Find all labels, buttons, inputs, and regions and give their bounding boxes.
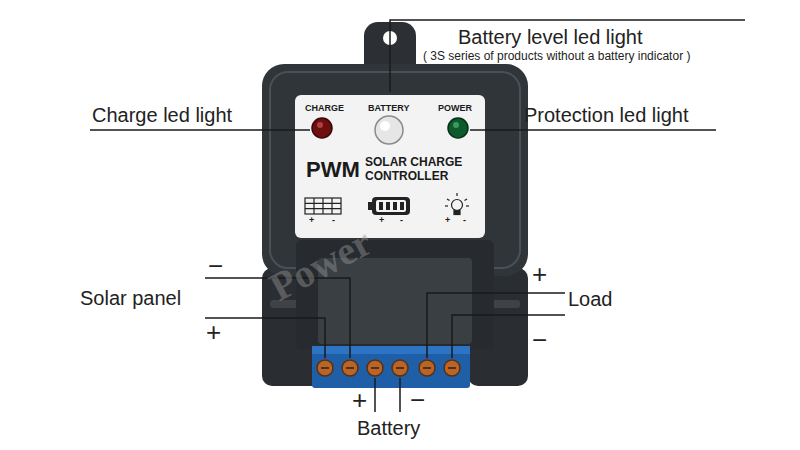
polarity-sign: − <box>410 386 425 416</box>
callout-label: Protection led light <box>524 104 689 127</box>
terminal-label: Load <box>568 288 613 311</box>
battery-led <box>375 116 403 144</box>
panel-text: BATTERY <box>368 103 410 113</box>
charge-led <box>312 118 332 138</box>
terminal-label: Solar panel <box>80 287 181 310</box>
solar-icon <box>305 198 341 214</box>
callout-label: Charge led light <box>92 104 232 127</box>
led-glint <box>317 122 323 128</box>
panel-text: + <box>445 215 450 225</box>
polarity-sign: − <box>208 252 223 282</box>
led-glint <box>380 121 390 131</box>
leader-lines <box>90 20 745 412</box>
panel-text: + <box>309 215 314 225</box>
label-panel <box>295 95 485 238</box>
polarity-sign: + <box>352 386 367 416</box>
callout-label: Battery level led light <box>458 26 643 49</box>
panel-text: CHARGE <box>305 103 344 113</box>
battery-icon <box>368 197 410 215</box>
panel-text: - <box>400 215 403 225</box>
led-glint <box>453 122 459 128</box>
brand-text: PWM <box>306 157 360 182</box>
polarity-sign: − <box>532 326 547 356</box>
label-panel: CHARGE BATTERY POWER PWMSOLAR CHARGE CONTRO… <box>295 95 485 238</box>
housing-edge <box>270 72 520 268</box>
polarity-sign: + <box>206 318 221 348</box>
terminal-block <box>312 346 470 388</box>
panel-text: - <box>332 215 335 225</box>
terminal-top <box>312 346 470 354</box>
panel-text: POWER <box>438 103 472 113</box>
polarity-sign: + <box>532 260 547 290</box>
bulb-icon <box>445 193 469 215</box>
terminal-screws <box>317 360 460 376</box>
product-title: SOLAR CHARGE CONTROLLER <box>365 155 477 183</box>
panel-text: + <box>379 215 384 225</box>
power-led <box>448 118 468 138</box>
panel-text: - <box>463 215 466 225</box>
terminal-label: Battery <box>357 417 420 440</box>
callout-note: ( 3S series of products without a batter… <box>423 50 690 64</box>
